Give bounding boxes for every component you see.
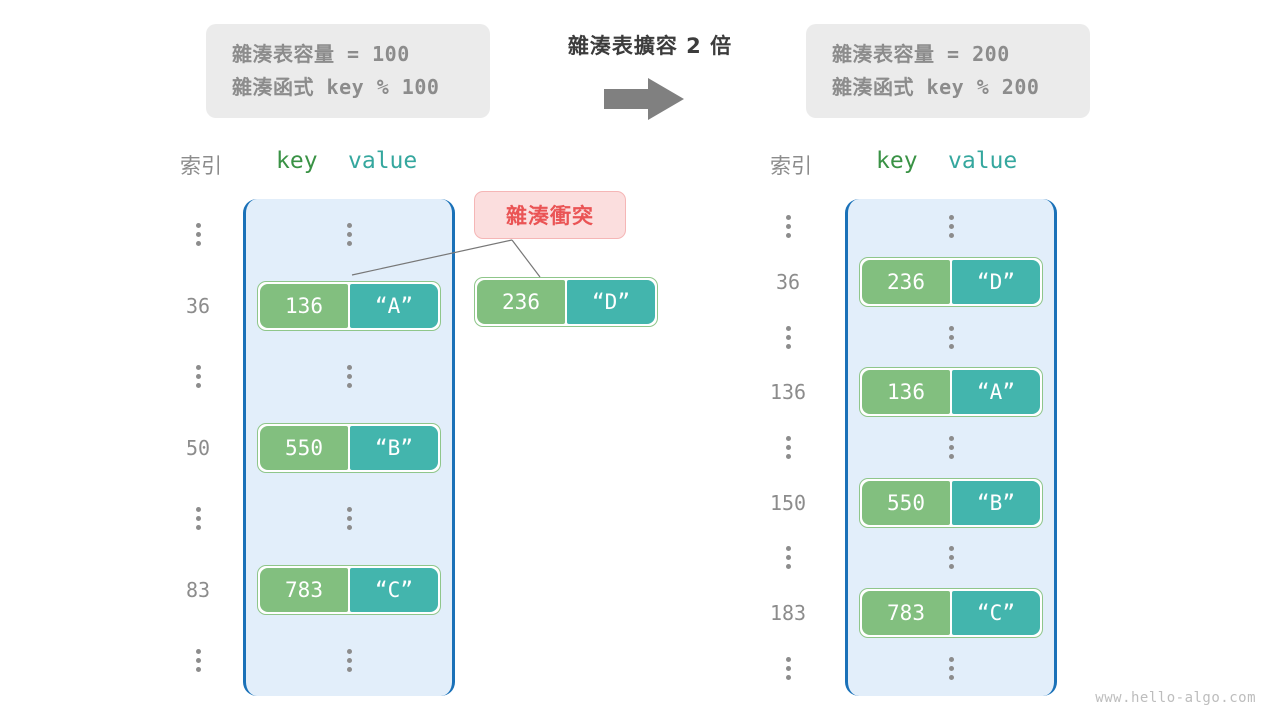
right-entry-key: 783 [862, 591, 950, 636]
expand-title: 雜湊表擴容 2 倍 [567, 34, 733, 58]
right-index-cell: 136 [769, 380, 807, 405]
right-entry-value: “B” [952, 480, 1040, 525]
left-value-header: value [348, 148, 418, 174]
ellipsis-icon [163, 632, 233, 690]
right-index-cell [753, 529, 823, 587]
left-row: 136“A” [243, 277, 455, 335]
right-row [845, 419, 1057, 477]
left-row [243, 348, 455, 406]
left-index-cell: 83 [185, 577, 211, 602]
ellipsis-icon [163, 348, 233, 406]
collision-label: 雜湊衝突 [506, 204, 594, 228]
hash-table-info-before: 雜湊表容量 = 100 雜湊函式 key % 100 [206, 24, 490, 118]
ellipsis-icon [346, 632, 352, 690]
right-index-cell: 36 [775, 269, 801, 294]
right-entry-pair: 783“C” [859, 588, 1043, 639]
right-entry-key: 136 [862, 370, 950, 415]
ellipsis-icon [346, 490, 352, 548]
ellipsis-icon [948, 308, 954, 366]
right-row [845, 198, 1057, 256]
left-key-header: key [276, 148, 318, 174]
right-entry-value: “D” [952, 259, 1040, 304]
ellipsis-icon [948, 639, 954, 697]
left-index-cell [163, 490, 233, 548]
right-index-header: 索引 [770, 154, 812, 178]
ellipsis-icon [163, 490, 233, 548]
ellipsis-icon [948, 529, 954, 587]
left-index-header: 索引 [180, 154, 222, 178]
right-row [845, 639, 1057, 697]
left-entry-key: 136 [260, 283, 348, 328]
right-entry-key: 236 [862, 259, 950, 304]
colliding-entry-pair: 236 “D” [474, 277, 658, 327]
ellipsis-icon [948, 419, 954, 477]
ellipsis-icon [948, 198, 954, 256]
right-row [845, 529, 1057, 587]
left-entry-key: 783 [260, 567, 348, 612]
left-entry-pair: 550“B” [257, 422, 441, 473]
left-entry-pair: 136“A” [257, 280, 441, 331]
ellipsis-icon [753, 419, 823, 477]
capacity-line-before: 雜湊表容量 = 100 [232, 42, 410, 66]
ellipsis-icon [753, 639, 823, 697]
right-row: 136“A” [845, 363, 1057, 421]
left-row: 783“C” [243, 561, 455, 619]
left-index-cell: 50 [185, 435, 211, 460]
left-index-cell [163, 206, 233, 264]
right-index-cell [753, 308, 823, 366]
right-index-cell [753, 198, 823, 256]
hash-function-line-before: 雜湊函式 key % 100 [232, 75, 440, 99]
left-index-cell [163, 348, 233, 406]
right-rows-container: 236“D” 136“A” 550“B” 783“C” [845, 199, 1057, 696]
ellipsis-icon [753, 529, 823, 587]
right-arrow-icon [604, 78, 684, 120]
right-row: 236“D” [845, 253, 1057, 311]
left-entry-value: “A” [350, 283, 438, 328]
right-value-header: value [948, 148, 1018, 174]
left-index-cell [163, 632, 233, 690]
right-index-cell: 150 [769, 490, 807, 515]
right-entry-pair: 236“D” [859, 256, 1043, 307]
left-entry-key: 550 [260, 425, 348, 470]
left-index-cell: 36 [185, 293, 211, 318]
ellipsis-icon [163, 206, 233, 264]
right-entry-pair: 136“A” [859, 367, 1043, 418]
capacity-line-after: 雜湊表容量 = 200 [832, 42, 1010, 66]
collision-callout: 雜湊衝突 [474, 191, 626, 239]
colliding-entry-key: 236 [477, 280, 565, 324]
right-index-cell [753, 419, 823, 477]
right-entry-value: “A” [952, 370, 1040, 415]
right-row: 550“B” [845, 474, 1057, 532]
watermark: www.hello-algo.com [1095, 690, 1256, 706]
right-entry-value: “C” [952, 591, 1040, 636]
left-rows-container: 136“A” 550“B” 783“C” [243, 199, 455, 696]
left-row: 550“B” [243, 419, 455, 477]
colliding-entry-value: “D” [567, 280, 655, 324]
right-entry-key: 550 [862, 480, 950, 525]
ellipsis-icon [346, 206, 352, 264]
right-index-column: 36 136 150 183 [753, 199, 823, 696]
left-index-column: 36 50 83 [163, 199, 233, 696]
ellipsis-icon [753, 308, 823, 366]
left-row [243, 632, 455, 690]
right-row [845, 308, 1057, 366]
hash-table-info-after: 雜湊表容量 = 200 雜湊函式 key % 200 [806, 24, 1090, 118]
left-entry-value: “B” [350, 425, 438, 470]
right-index-cell [753, 639, 823, 697]
left-row [243, 206, 455, 264]
right-index-cell: 183 [769, 601, 807, 626]
hash-function-line-after: 雜湊函式 key % 200 [832, 75, 1040, 99]
left-entry-pair: 783“C” [257, 564, 441, 615]
right-key-header: key [876, 148, 918, 174]
left-entry-value: “C” [350, 567, 438, 612]
right-row: 783“C” [845, 584, 1057, 642]
ellipsis-icon [346, 348, 352, 406]
ellipsis-icon [753, 198, 823, 256]
left-row [243, 490, 455, 548]
right-entry-pair: 550“B” [859, 477, 1043, 528]
